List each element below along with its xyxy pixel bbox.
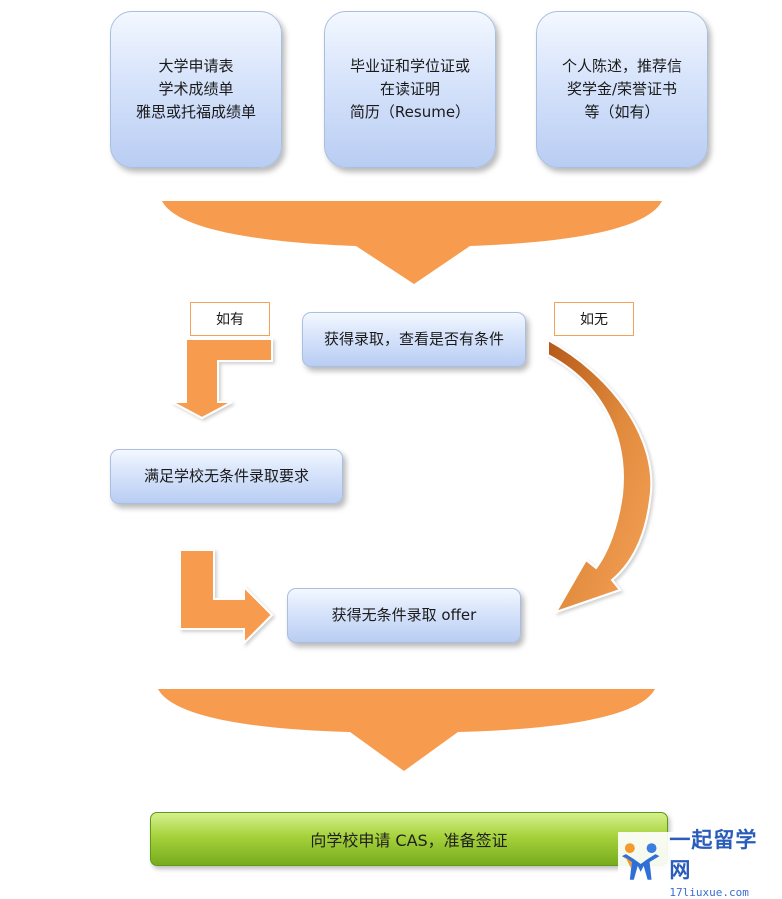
doc-line: 雅思或托福成绩单 bbox=[135, 103, 256, 121]
branch-tag-if-yes: 如有 bbox=[190, 302, 270, 336]
step-label: 满足学校无条件录取要求 bbox=[143, 467, 309, 485]
doc-line: 奖学金/荣誉证书 bbox=[566, 80, 678, 98]
doc-box-personal-statement: 个人陈述，推荐信 奖学金/荣誉证书 等（如有） bbox=[536, 11, 708, 168]
branch-tag-label: 如无 bbox=[580, 312, 608, 328]
people-logo-icon bbox=[621, 843, 660, 880]
step-unconditional-offer: 获得无条件录取 offer bbox=[287, 588, 521, 643]
branch-tag-label: 如有 bbox=[216, 312, 244, 328]
down-turn-arrow-left bbox=[171, 338, 273, 420]
step-label: 向学校申请 CAS，准备签证 bbox=[310, 831, 508, 850]
merge-brace-arrow-bottom bbox=[158, 689, 655, 771]
doc-line: 等（如有） bbox=[584, 103, 660, 121]
merge-brace-arrow-top bbox=[162, 201, 662, 284]
watermark-name: 一起留学网 bbox=[669, 826, 758, 882]
doc-line: 在读证明 bbox=[379, 80, 440, 98]
step-admission-check: 获得录取，查看是否有条件 bbox=[302, 312, 526, 367]
branch-tag-if-no: 如无 bbox=[554, 302, 634, 336]
doc-line: 学术成绩单 bbox=[158, 80, 234, 98]
doc-line: 大学申请表 bbox=[158, 57, 234, 75]
doc-line: 毕业证和学位证或 bbox=[349, 57, 470, 75]
curved-arrow-right bbox=[547, 338, 653, 614]
doc-line: 个人陈述，推荐信 bbox=[561, 57, 682, 75]
doc-box-certificates: 毕业证和学位证或 在读证明 简历（Resume） bbox=[324, 11, 496, 168]
site-watermark: 一起留学网 17liuxue.com bbox=[618, 827, 778, 899]
step-label: 获得无条件录取 offer bbox=[331, 606, 477, 624]
doc-box-application: 大学申请表 学术成绩单 雅思或托福成绩单 bbox=[110, 11, 282, 168]
watermark-url: 17liuxue.com bbox=[669, 885, 749, 899]
step-label: 获得录取，查看是否有条件 bbox=[323, 330, 504, 348]
doc-line: 简历（Resume） bbox=[349, 103, 471, 121]
step-apply-cas: 向学校申请 CAS，准备签证 bbox=[150, 812, 668, 866]
right-turn-arrow-left bbox=[179, 549, 274, 646]
step-meet-conditions: 满足学校无条件录取要求 bbox=[110, 449, 343, 504]
